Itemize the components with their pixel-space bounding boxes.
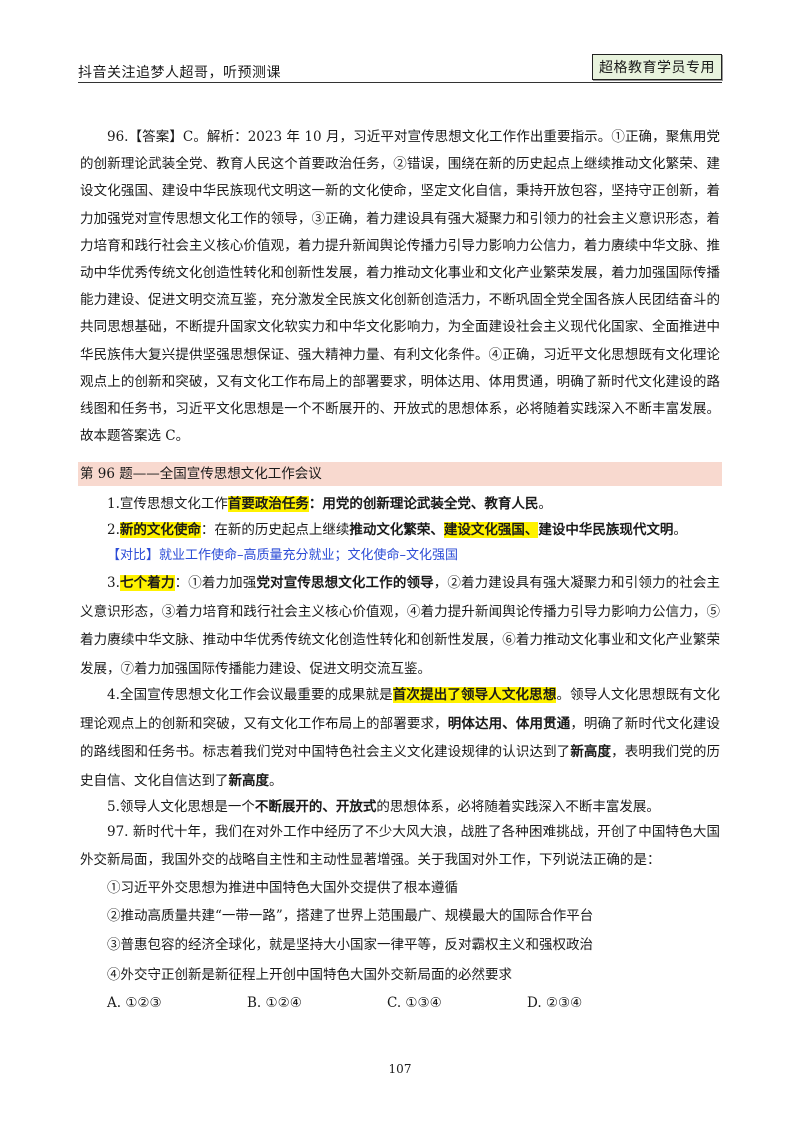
point-1-highlight: 首要政治任务 (227, 496, 309, 512)
question-97-stem: 97. 新时代十年，我们在对外工作中经历了不少大风大浪，战胜了各种困难挑战，开创… (80, 824, 720, 868)
point-4-bold-3: 新高度 (228, 772, 270, 789)
choice-d: D. ②③④ (527, 995, 583, 1011)
point-3-rest: ，②着力建设具有强大凝聚力和引领力的社会主义意识形态，③着力培育和践行社会主义核… (80, 575, 721, 677)
point-5: 5.领导人文化思想是一个不断展开的、开放式的思想体系，必将随着实践深入不断丰富发… (80, 793, 720, 821)
answer-96-explanation: 96.【答案】C。解析：2023 年 10 月，习近平对宣传思想文化工作作出重要… (80, 129, 720, 445)
point-4-text-4: ，表明我们党的历史自信、文化自信达到了 (80, 744, 721, 789)
point-3-highlight: 七个着力 (119, 575, 175, 591)
point-2-bold-2: 建设中华民族现代文明 (538, 522, 674, 538)
point-3-num: 3. (107, 575, 120, 591)
point-5-text: 5.领导人文化思想是一个 (107, 799, 255, 815)
point-4-text-3: ，明确了新时代文化建设的路线图和任务书。标志着我们党对中国特色社会主义文化建设规… (80, 715, 721, 761)
header-divider (78, 82, 722, 83)
choice-b: B. ①②④ (247, 995, 302, 1011)
point-4-end: 。 (269, 772, 283, 789)
point-4-bold-1: 明体达用、体用贯通 (447, 715, 571, 732)
point-5-bold: 不断展开的、开放式 (254, 799, 377, 815)
statement-3: ③普惠包容的经济全球化，就是坚持大小国家一律平等，反对霸权主义和强权政治 (107, 937, 593, 953)
point-1-text: 1.宣传思想文化工作 (107, 496, 228, 512)
point-3-text: ：①着力加强 (174, 575, 257, 591)
point-1: 1.宣传思想文化工作首要政治任务：用党的创新理论武装全党、教育人民。 (80, 490, 720, 518)
topic-banner-text: 第 96 题——全国宣传思想文化工作会议 (80, 466, 322, 482)
statement-4: ④外交守正创新是新征程上开创中国特色大国外交新局面的必然要求 (107, 967, 512, 983)
point-2-highlight-2: 建设文化强国、 (443, 522, 539, 538)
page-number: 107 (388, 1062, 412, 1076)
point-5-end: 的思想体系，必将随着实践深入不断丰富发展。 (376, 799, 660, 815)
point-2-bold-1: 推动文化繁荣、 (349, 522, 444, 538)
point-2-num: 2. (107, 522, 120, 538)
point-4-text-2: 。领导人文化思想既有文化理论观点上的创新和突破，又有文化工作布局上的部署要求， (80, 687, 720, 732)
point-2-text: ：在新的历史起点上继续 (200, 522, 350, 538)
point-3: 3.七个着力：①着力加强党对宣传思想文化工作的领导，②着力建设具有强大凝聚力和引… (80, 569, 720, 683)
point-3-bold: 党对宣传思想文化工作的领导 (256, 575, 434, 591)
choice-c: C. ①③④ (387, 995, 442, 1011)
statement-1: ①习近平外交思想为推进中国特色大国外交提供了根本遵循 (107, 880, 458, 896)
choice-a: A. ①②③ (107, 995, 162, 1011)
point-1-end: 。 (538, 496, 552, 512)
point-4-highlight: 首次提出了领导人文化思想 (392, 687, 557, 703)
header-stamp: 超格教育学员专用 (592, 54, 722, 80)
point-4: 4.全国宣传思想文化工作会议最重要的成果就是首次提出了领导人文化思想。领导人文化… (80, 681, 720, 795)
point-4-bold-2: 新高度 (570, 744, 612, 760)
topic-banner: 第 96 题——全国宣传思想文化工作会议 (78, 462, 722, 486)
point-2-end: 。 (673, 522, 687, 538)
point-2: 2.新的文化使命：在新的历史起点上继续推动文化繁荣、建设文化强国、建设中华民族现… (80, 516, 720, 544)
statement-2: ②推动高质量共建“一带一路”，搭建了世界上范围最广、规模最大的国际合作平台 (107, 908, 594, 924)
point-4-text: 4.全国宣传思想文化工作会议最重要的成果就是 (107, 687, 393, 703)
point-1-bold: 用党的创新理论武装全党、教育人民 (322, 496, 539, 512)
header-promo-text: 抖音关注追梦人超哥，听预测课 (78, 65, 281, 81)
point-2-highlight: 新的文化使命 (119, 522, 201, 538)
compare-note: 【对比】就业工作使命–高质量充分就业；文化使命–文化强国 (107, 548, 459, 563)
point-1-colon: ： (308, 496, 323, 512)
